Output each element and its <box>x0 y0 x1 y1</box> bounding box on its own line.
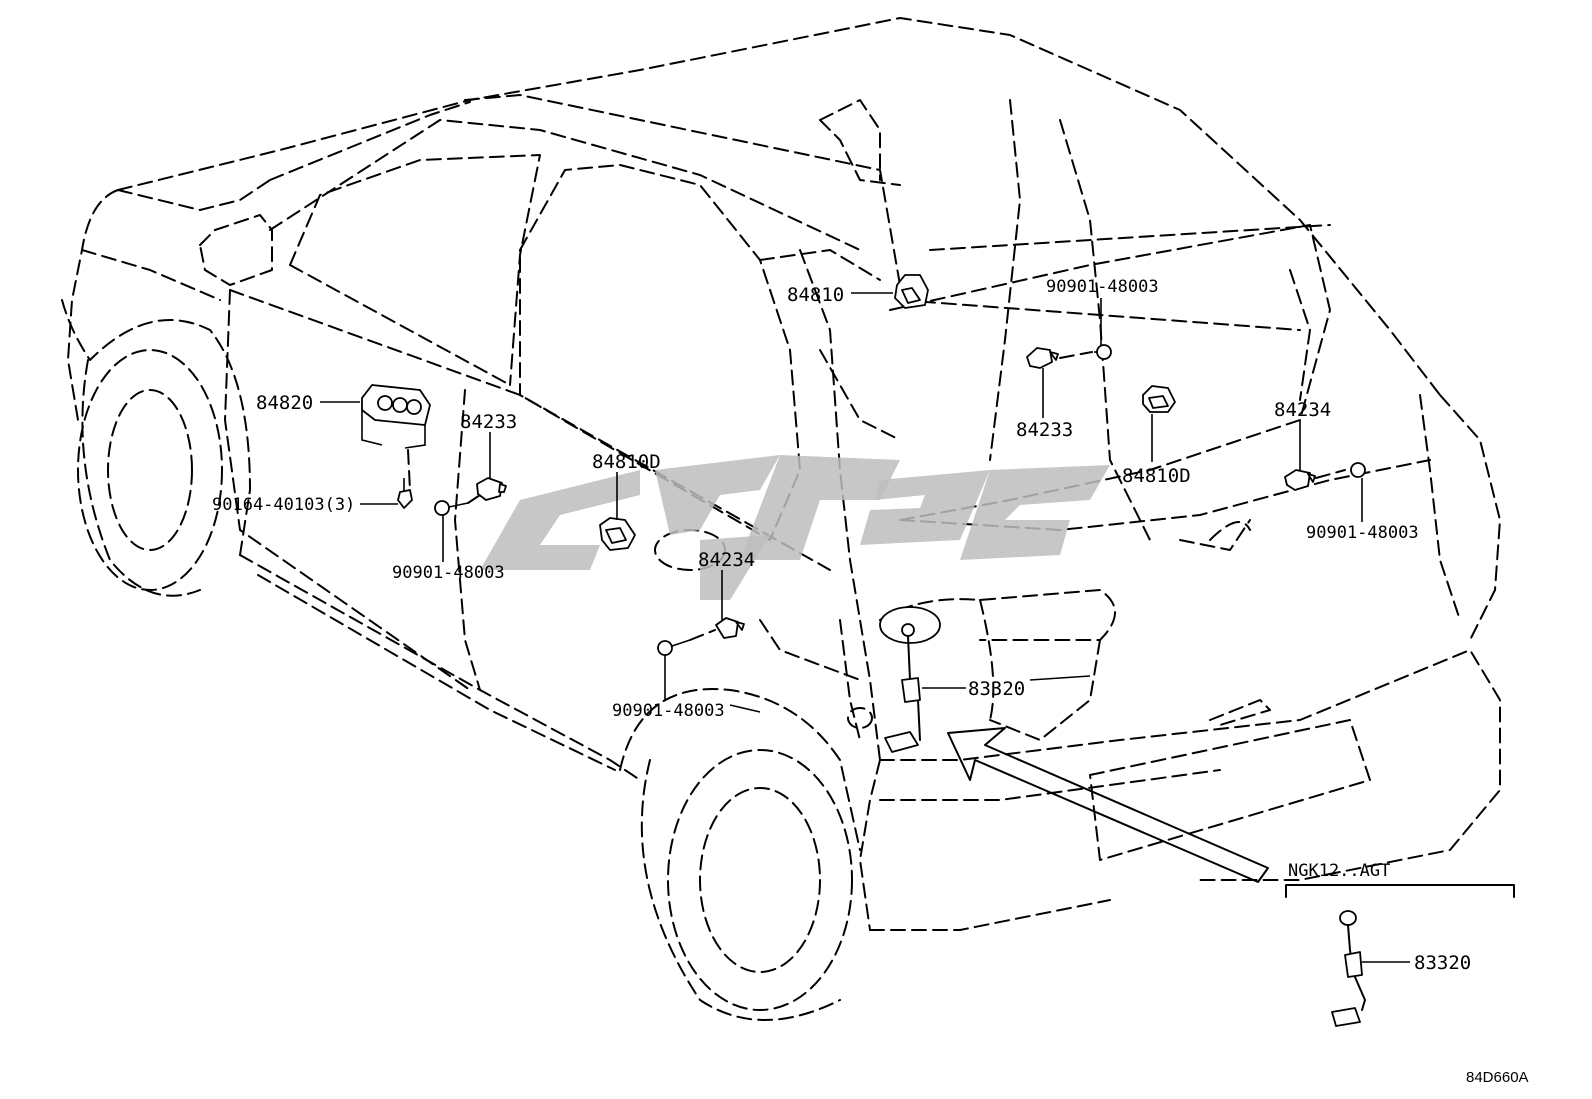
label-84233-right: 84233 <box>1016 419 1073 441</box>
label-90901-48003-left: 90901-48003 <box>392 563 505 583</box>
sensor-83320-inset <box>1331 910 1366 1027</box>
part-labels: 84810 84820 84233 84810D 90164-40103(3) … <box>212 277 1529 1086</box>
label-83320-inset: 83320 <box>1414 952 1471 974</box>
switch-84810D-right <box>1142 385 1176 413</box>
label-84820: 84820 <box>256 392 313 414</box>
label-83320-main: 83320 <box>968 678 1025 700</box>
leader-lines <box>320 292 1410 963</box>
switch-84234-left <box>715 617 745 639</box>
car-outline <box>61 17 1501 1021</box>
inset-bracket <box>1285 884 1515 898</box>
label-84234-left: 84234 <box>698 549 755 571</box>
inset-title: NGK12..AGT <box>1288 861 1390 881</box>
label-84234-right: 84234 <box>1274 399 1331 421</box>
label-84810D-left: 84810D <box>592 451 661 473</box>
screw-90164 <box>397 478 413 509</box>
bolt-90901-left <box>434 494 481 516</box>
callout-arrow <box>947 727 1269 883</box>
label-84810: 84810 <box>787 284 844 306</box>
switch-84234-right <box>1284 469 1346 491</box>
label-90901-48003-right: 90901-48003 <box>1306 523 1419 543</box>
sensor-83320-main <box>879 606 941 753</box>
label-84233-left: 84233 <box>460 411 517 433</box>
label-90901-48003-top: 90901-48003 <box>1046 277 1159 297</box>
label-90164-40103: 90164-40103(3) <box>212 495 355 515</box>
label-90901-48003-bottom: 90901-48003 <box>612 701 725 721</box>
switch-84233-left <box>476 477 507 501</box>
switch-84810 <box>894 274 929 309</box>
label-84810D-right: 84810D <box>1122 465 1191 487</box>
bolt-90901-bottom <box>657 629 716 656</box>
watermark-logo <box>480 455 1110 600</box>
bolt-90901-right <box>1350 462 1366 478</box>
switch-84820 <box>361 384 431 491</box>
bolt-90901-top <box>1094 344 1112 360</box>
figure-code: 84D660A <box>1466 1069 1529 1086</box>
switch-84233-right <box>1026 347 1093 369</box>
parts <box>361 274 1366 1027</box>
switch-84810D-left <box>599 517 636 551</box>
